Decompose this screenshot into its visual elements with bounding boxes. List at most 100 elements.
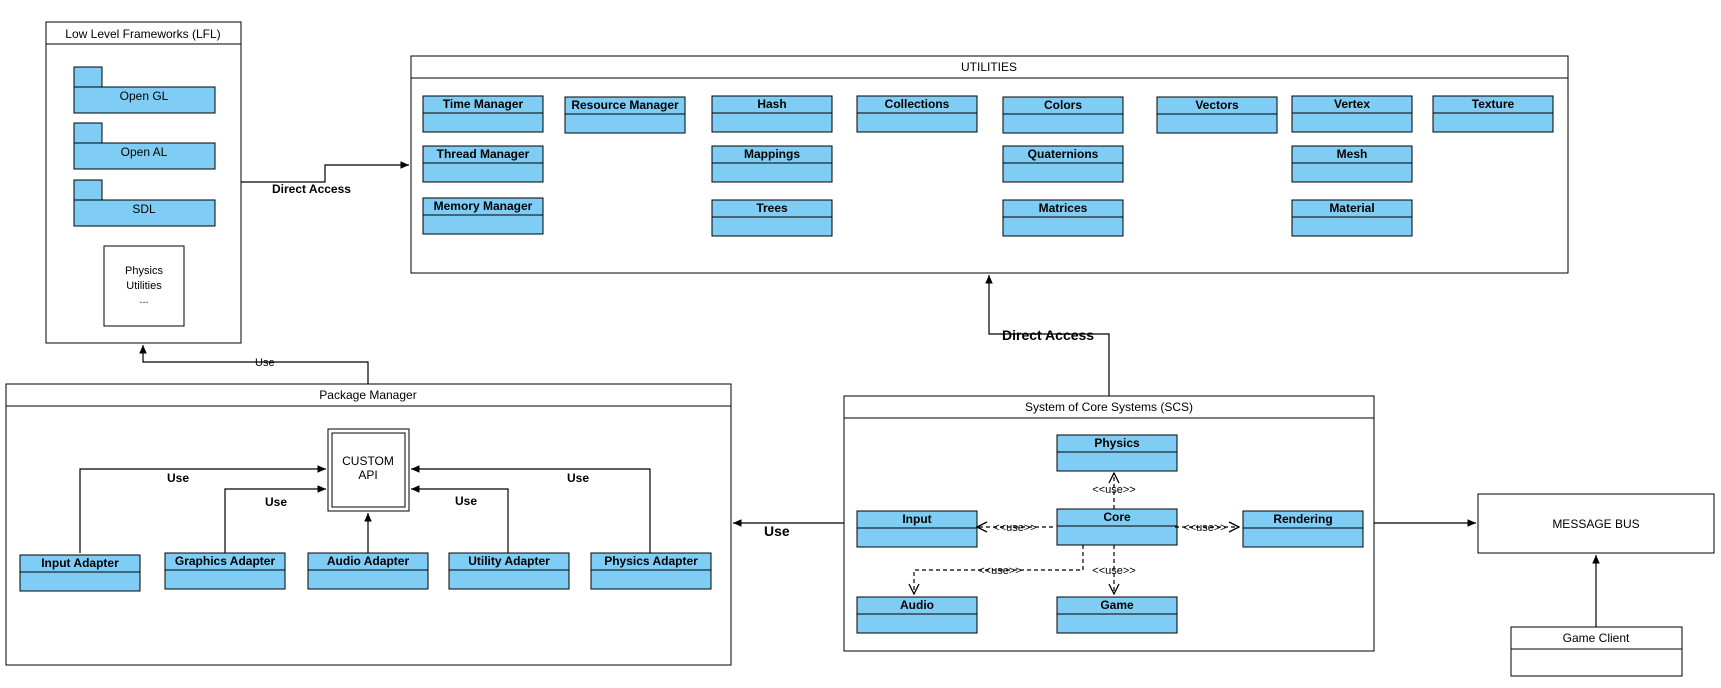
message-bus-title: MESSAGE BUS: [1552, 517, 1639, 531]
class-name: Quaternions: [1028, 147, 1099, 161]
class-name: Colors: [1044, 98, 1082, 112]
adapter-input-adapter: Input Adapter: [19, 554, 141, 592]
scs-to-utilities-connector: [985, 275, 1110, 396]
lfl-title: Low Level Frameworks (LFL): [65, 27, 220, 41]
class-name: Input Adapter: [41, 556, 119, 570]
class-name: Hash: [757, 97, 786, 111]
package-sdl: SDL: [73, 179, 216, 227]
use-stereotype-label: <<use>>: [1183, 522, 1226, 534]
use-stereotype-label: <<use>>: [1092, 484, 1135, 496]
class-name: Vectors: [1195, 98, 1239, 112]
use-label: Use: [255, 357, 275, 369]
class-name: Audio: [900, 598, 934, 612]
utility-class-thread-manager: Thread Manager: [422, 145, 544, 183]
class-name: Thread Manager: [437, 147, 530, 161]
adapter-physics-adapter: Physics Adapter: [590, 552, 712, 590]
utility-class-material: Material: [1291, 199, 1413, 237]
utility-class-colors: Colors: [1002, 96, 1124, 134]
scs-class-game: Game: [1056, 596, 1178, 634]
utility-class-matrices: Matrices: [1002, 199, 1124, 237]
package-label: Open GL: [120, 89, 169, 103]
scs-class-input: Input: [856, 510, 978, 548]
class-name: Trees: [756, 201, 788, 215]
scs-class-physics: Physics: [1056, 434, 1178, 472]
adapter-graphics-adapter: Graphics Adapter: [164, 552, 286, 590]
utility-class-time-manager: Time Manager: [422, 95, 544, 133]
utility-class-vectors: Vectors: [1156, 96, 1278, 134]
custom-api-box: CUSTOM API: [327, 428, 410, 512]
physics-adapter-connector: [411, 465, 651, 553]
utility-class-hash: Hash: [711, 95, 833, 133]
class-name: Physics: [1094, 436, 1140, 450]
note-line: ...: [139, 294, 148, 306]
physics-utilities-note: Physics Utilities ...: [103, 245, 185, 327]
use-stereotype-label: <<use>>: [978, 565, 1021, 577]
package-open-gl: Open GL: [73, 66, 216, 114]
game-client-class: Game Client: [1510, 626, 1683, 677]
utility-class-quaternions: Quaternions: [1002, 145, 1124, 183]
utility-class-collections: Collections: [856, 95, 978, 133]
scs-title: System of Core Systems (SCS): [1025, 400, 1193, 414]
custom-api-line: API: [358, 468, 377, 482]
package-open-al: Open AL: [73, 122, 216, 170]
utilities-title: UTILITIES: [961, 60, 1017, 74]
utility-class-vertex: Vertex: [1291, 95, 1413, 133]
class-name: Physics Adapter: [604, 554, 698, 568]
game-client-title: Game Client: [1563, 631, 1630, 645]
class-name: Utility Adapter: [468, 554, 550, 568]
class-name: Mappings: [744, 147, 800, 161]
adapter-classes: Input Adapter Graphics Adapter Audio Adapt…: [19, 552, 712, 592]
lfl-to-utilities-connector: [241, 161, 409, 183]
scs-class-core: Core: [1056, 508, 1178, 546]
use-label: Use: [455, 494, 477, 508]
note-line: Utilities: [126, 280, 162, 292]
input-adapter-connector: [79, 465, 326, 553]
custom-api-line: CUSTOM: [342, 454, 394, 468]
class-name: Mesh: [1337, 147, 1368, 161]
package-label: SDL: [132, 202, 156, 216]
use-stereotype-label: <<use>>: [1092, 565, 1135, 577]
use-label: Use: [167, 471, 189, 485]
package-manager-title: Package Manager: [319, 388, 416, 402]
use-stereotype-label: <<use>>: [993, 522, 1036, 534]
class-name: Material: [1329, 201, 1374, 215]
scs-class-rendering: Rendering: [1242, 510, 1364, 548]
class-name: Graphics Adapter: [175, 554, 276, 568]
utility-class-mesh: Mesh: [1291, 145, 1413, 183]
class-name: Memory Manager: [434, 199, 533, 213]
direct-access-label: Direct Access: [272, 182, 351, 196]
class-name: Audio Adapter: [327, 554, 410, 568]
class-name: Collections: [885, 97, 950, 111]
message-bus-box: MESSAGE BUS: [1477, 493, 1715, 554]
class-name: Core: [1103, 510, 1131, 524]
note-line: Physics: [125, 265, 163, 277]
class-name: Game: [1100, 598, 1134, 612]
class-name: Vertex: [1334, 97, 1370, 111]
use-label: Use: [567, 471, 589, 485]
graphics-adapter-connector: [224, 485, 326, 553]
class-name: Input: [902, 512, 931, 526]
utility-class-trees: Trees: [711, 199, 833, 237]
use-label: Use: [265, 495, 287, 509]
adapter-audio-adapter: Audio Adapter: [307, 552, 429, 590]
class-name: Resource Manager: [571, 98, 679, 112]
class-name: Matrices: [1039, 201, 1088, 215]
class-name: Time Manager: [443, 97, 524, 111]
use-label: Use: [764, 523, 790, 539]
class-name: Rendering: [1273, 512, 1332, 526]
utilities-classes: Time Manager Resource Manager Hash Collecti…: [422, 95, 1554, 237]
package-label: Open AL: [121, 145, 168, 159]
utility-class-memory-manager: Memory Manager: [422, 197, 544, 235]
utility-adapter-connector: [411, 485, 509, 553]
scs-class-audio: Audio: [856, 596, 978, 634]
direct-access-label: Direct Access: [1002, 327, 1094, 343]
package-manager-to-lfl-connector: [139, 345, 369, 384]
core-audio-dependency: [914, 545, 1084, 594]
utility-class-resource-manager: Resource Manager: [564, 96, 686, 134]
utility-class-mappings: Mappings: [711, 145, 833, 183]
class-name: Texture: [1472, 97, 1515, 111]
utility-class-texture: Texture: [1432, 95, 1554, 133]
adapter-utility-adapter: Utility Adapter: [448, 552, 570, 590]
